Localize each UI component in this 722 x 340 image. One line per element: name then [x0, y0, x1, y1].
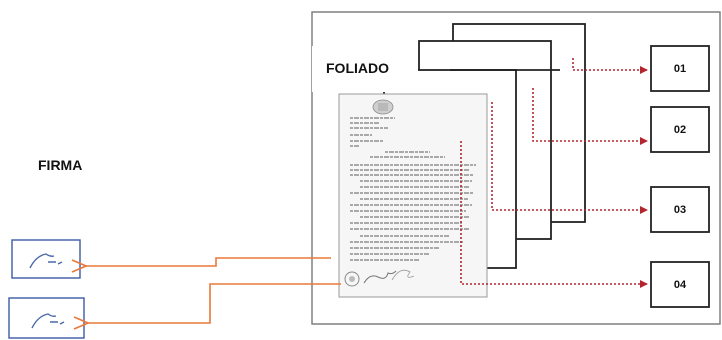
folio-arrow-01 [572, 58, 648, 74]
folio-arrow-03 [491, 102, 648, 214]
front-document-page [338, 93, 488, 298]
firma-label: FIRMA [38, 157, 82, 173]
foliado-label-backing [312, 46, 418, 92]
signature-stroke-icon [29, 253, 63, 269]
foliado-label: FOLIADO [326, 60, 389, 76]
signature-arrow-2 [88, 283, 341, 323]
folio-box-03: 03 [650, 186, 710, 233]
signature-box-1 [11, 239, 81, 279]
signature-stroke-icon [31, 313, 65, 329]
folio-box-01-label: 01 [674, 63, 686, 75]
signature-box-2 [8, 297, 85, 339]
stamp-icon [344, 271, 360, 287]
folio-box-02: 02 [650, 106, 710, 153]
folio-box-03-label: 03 [674, 204, 686, 216]
folio-box-04: 04 [650, 261, 710, 308]
folio-box-04-label: 04 [674, 279, 687, 291]
document-text-lines [350, 117, 476, 261]
seal-icon [372, 99, 394, 115]
folio-box-02-label: 02 [674, 124, 686, 136]
page-signature-scribble [391, 269, 415, 281]
folio-box-01: 01 [650, 45, 710, 92]
signature-arrow-1 [86, 257, 331, 266]
folio-arrow-02 [532, 88, 648, 145]
page-signature-icon [363, 270, 397, 284]
